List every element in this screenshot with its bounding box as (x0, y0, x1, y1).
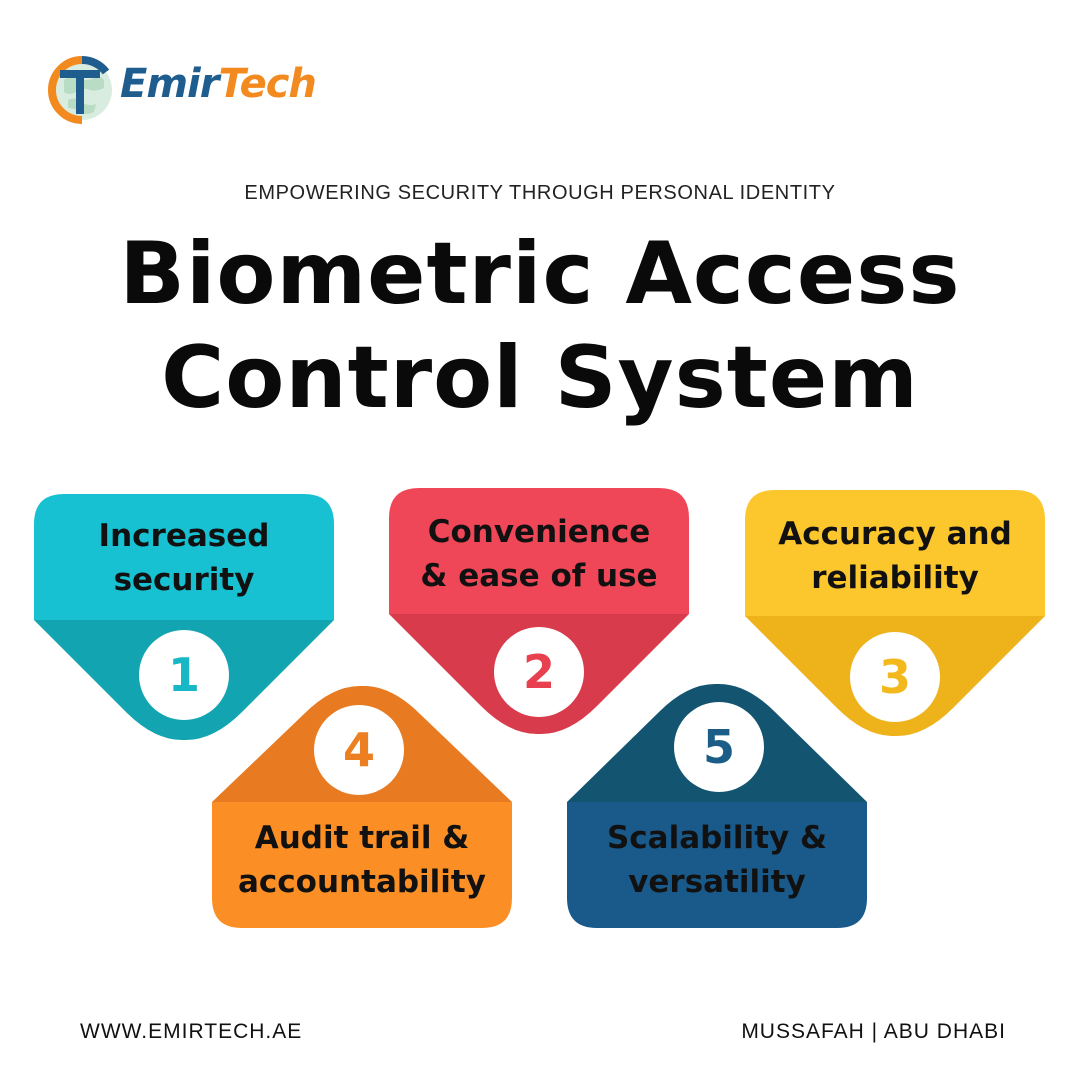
website-link[interactable]: WWW.EMIRTECH.AE (80, 1020, 303, 1043)
brand-name: EmirTech (120, 61, 317, 107)
brand-logo: EmirTech (44, 50, 334, 130)
card-shape (212, 686, 512, 928)
globe-icon (48, 56, 112, 124)
page-title-line2: Control System (161, 328, 919, 428)
card-number: 4 (342, 723, 375, 777)
card-shape (567, 684, 867, 928)
page-title: Biometric Access Control System (0, 222, 1080, 430)
brand-name-part1: Emir (120, 61, 219, 107)
location-text: MUSSAFAH | ABU DHABI (741, 1020, 1006, 1043)
card-number: 2 (522, 645, 555, 699)
card-number: 1 (167, 648, 200, 702)
card-label: Accuracy and reliability (778, 516, 1012, 596)
brand-name-part2: Tech (218, 61, 316, 107)
card-label: Scalability & versatility (606, 820, 828, 900)
card-label: Convenience & ease of use (420, 514, 658, 594)
card-label: Audit trail & accountability (238, 820, 486, 900)
page-title-line1: Biometric Access (119, 224, 961, 324)
card-number: 5 (702, 720, 735, 774)
feature-card-4: 4 Audit trail & accountability (212, 686, 512, 928)
card-label: Increased security (98, 518, 270, 598)
feature-card-5: 5 Scalability & versatility (567, 684, 867, 928)
tagline: EMPOWERING SECURITY THROUGH PERSONAL IDE… (244, 182, 836, 204)
card-number: 3 (878, 650, 911, 704)
